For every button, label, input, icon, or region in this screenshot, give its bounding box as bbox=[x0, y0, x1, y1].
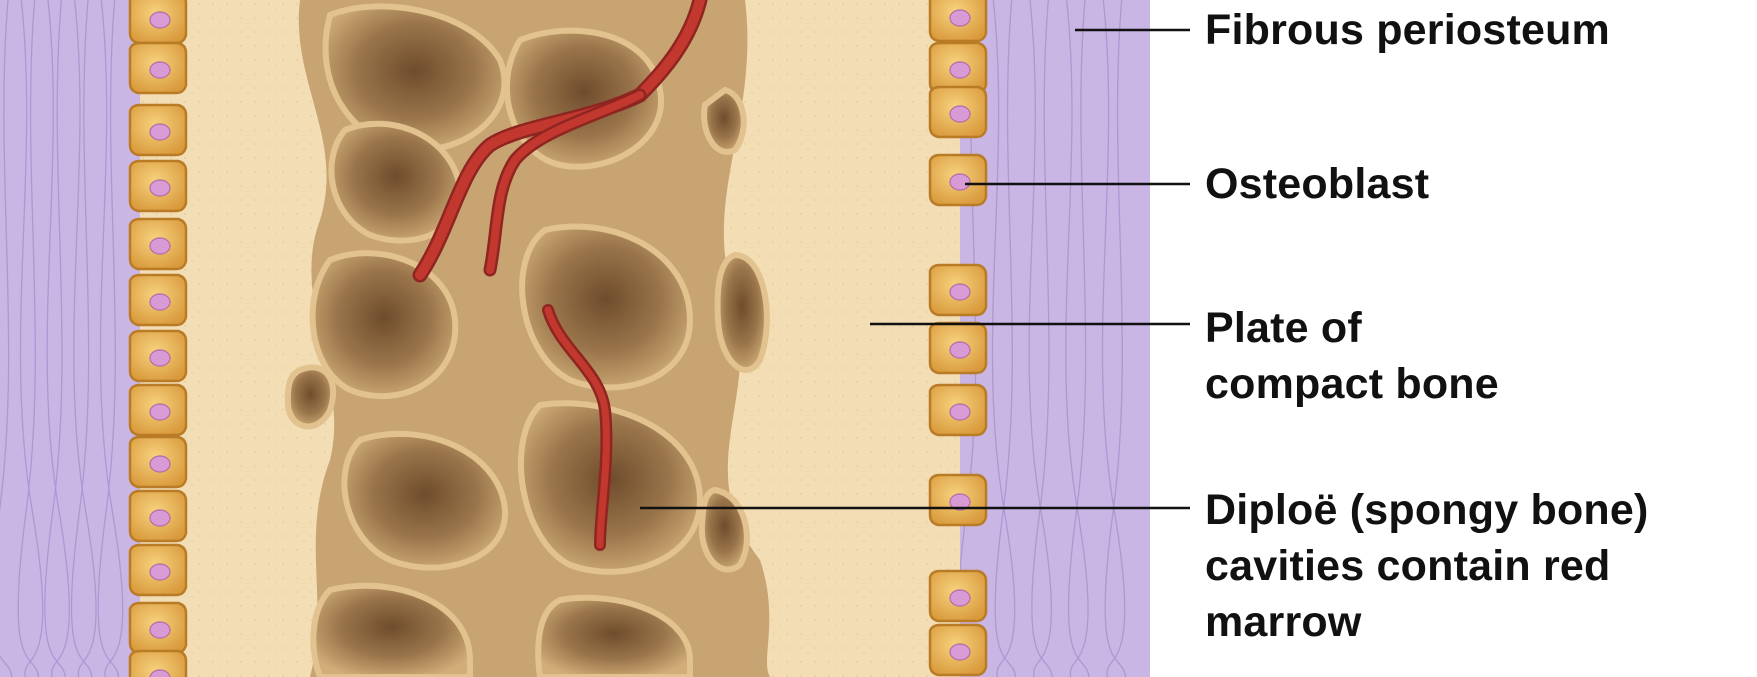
label-line: Fibrous periosteum bbox=[1205, 2, 1610, 58]
osteoblast-cell-icon bbox=[130, 0, 186, 43]
osteoblast-cell-icon bbox=[130, 275, 186, 325]
osteoblast-cell-icon bbox=[130, 437, 186, 487]
osteoblast-cell-icon bbox=[130, 385, 186, 435]
label-compact-bone: Plate of compact bone bbox=[1205, 300, 1499, 412]
osteoblast-cell-icon bbox=[130, 105, 186, 155]
label-fibrous-periosteum: Fibrous periosteum bbox=[1205, 2, 1610, 58]
label-osteoblast: Osteoblast bbox=[1205, 156, 1429, 212]
periosteum-right bbox=[960, 0, 1150, 677]
label-line: cavities contain red bbox=[1205, 538, 1649, 594]
label-line: marrow bbox=[1205, 594, 1649, 650]
label-line: Osteoblast bbox=[1205, 156, 1429, 212]
osteoblast-cell-icon bbox=[130, 603, 186, 653]
osteoblast-column-right bbox=[930, 0, 986, 675]
osteoblast-cell-icon bbox=[930, 0, 986, 41]
osteoblast-cell-icon bbox=[130, 651, 186, 677]
label-line: compact bone bbox=[1205, 356, 1499, 412]
label-line: Diploë (spongy bone) bbox=[1205, 482, 1649, 538]
osteoblast-cell-icon bbox=[930, 625, 986, 675]
osteoblast-cell-icon bbox=[130, 545, 186, 595]
osteoblast-cell-icon bbox=[130, 219, 186, 269]
osteoblast-cell-icon bbox=[930, 87, 986, 137]
osteoblast-cell-icon bbox=[930, 571, 986, 621]
osteoblast-cell-icon bbox=[130, 43, 186, 93]
osteoblast-cell-icon bbox=[930, 155, 986, 205]
label-diploe: Diploë (spongy bone) cavities contain re… bbox=[1205, 482, 1649, 650]
osteoblast-cell-icon bbox=[930, 323, 986, 373]
osteoblast-cell-icon bbox=[130, 331, 186, 381]
osteoblast-cell-icon bbox=[130, 161, 186, 211]
osteoblast-cell-icon bbox=[930, 43, 986, 93]
osteoblast-cell-icon bbox=[930, 265, 986, 315]
osteoblast-cell-icon bbox=[930, 475, 986, 525]
label-line: Plate of bbox=[1205, 300, 1499, 356]
osteoblast-cell-icon bbox=[130, 491, 186, 541]
osteoblast-cell-icon bbox=[930, 385, 986, 435]
